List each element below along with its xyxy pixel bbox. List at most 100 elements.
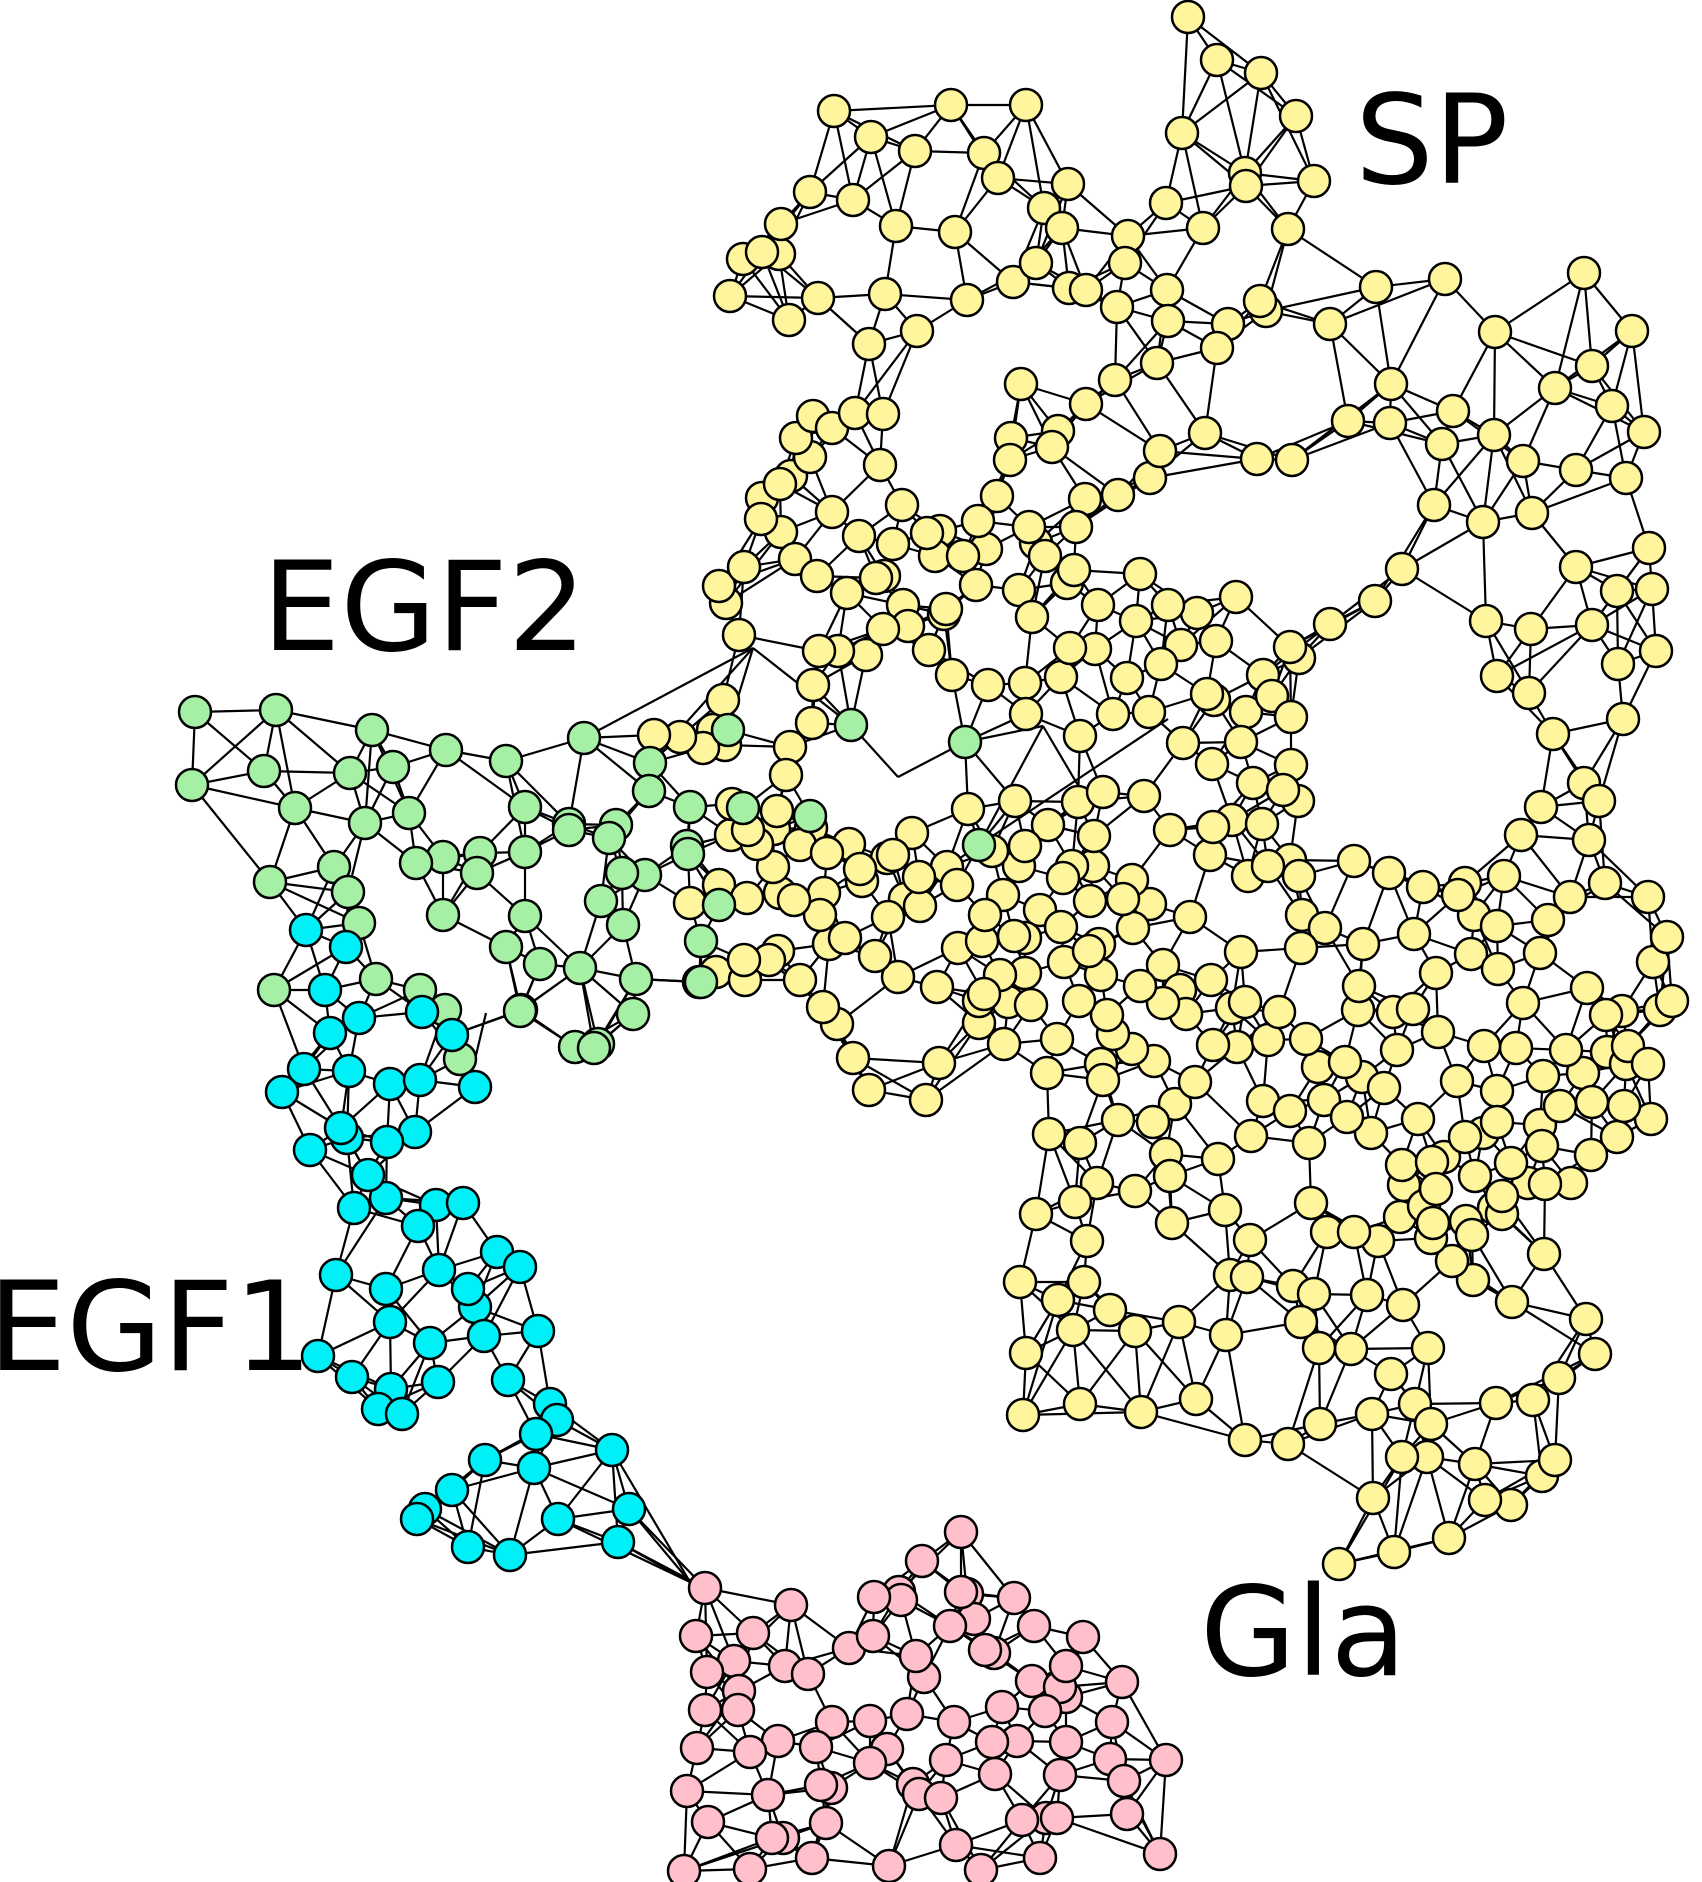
- residue-node-sp: [1523, 789, 1559, 825]
- residue-node-egf2: [507, 834, 543, 870]
- residue-node-gla: [943, 1574, 979, 1610]
- residue-node-egf2: [332, 755, 368, 791]
- residue-node-sp: [1208, 1317, 1244, 1353]
- residue-node-sp: [1345, 926, 1381, 962]
- residue-node-egf1: [412, 1325, 448, 1361]
- residue-node-sp: [1366, 1070, 1402, 1106]
- contact-edge: [1072, 1329, 1142, 1413]
- residue-node-gla: [977, 1756, 1013, 1792]
- residue-node-gla: [687, 1570, 723, 1606]
- residue-node-egf2: [488, 743, 524, 779]
- residue-node-egf1: [421, 1252, 457, 1288]
- residue-node-sp: [878, 208, 914, 244]
- residue-node-sp: [880, 959, 916, 995]
- residue-node-gla: [928, 1742, 964, 1778]
- contact-edge: [509, 1540, 619, 1557]
- residue-node-sp: [933, 87, 969, 123]
- residue-node-gla: [803, 1767, 839, 1803]
- residue-node-sp: [1457, 1446, 1493, 1482]
- residue-node-egf1: [516, 1450, 552, 1486]
- residue-node-sp: [1336, 1214, 1372, 1250]
- residue-node-sp: [1537, 1442, 1573, 1478]
- residue-node-sp: [1424, 426, 1460, 462]
- residue-node-sp: [1265, 772, 1301, 808]
- residue-node-sp: [1145, 947, 1181, 983]
- residue-node-gla: [1048, 1724, 1084, 1760]
- residue-node-sp: [1097, 362, 1133, 398]
- residue-node-sp: [1296, 163, 1332, 199]
- residue-node-sp: [1530, 902, 1566, 938]
- residue-node-gla: [943, 1514, 979, 1550]
- residue-node-gla: [856, 1579, 892, 1615]
- residue-node-sp: [1634, 571, 1670, 607]
- residue-node-sp: [1420, 1014, 1456, 1050]
- residue-node-sp: [1454, 1217, 1490, 1253]
- residue-node-sp: [1329, 1099, 1365, 1135]
- residue-node-sp: [1558, 549, 1594, 585]
- residue-node-sp: [1227, 984, 1263, 1020]
- residue-node-egf2: [502, 993, 538, 1029]
- residue-node-sp: [829, 575, 865, 611]
- residue-node-sp: [967, 897, 1003, 933]
- residue-node-sp: [1007, 828, 1043, 864]
- residue-node-sp: [950, 791, 986, 827]
- residue-node-sp: [1232, 1222, 1268, 1258]
- residue-node-gla: [996, 1580, 1032, 1616]
- residue-node-sp: [1577, 1336, 1613, 1372]
- residue-node-sp: [1177, 1064, 1213, 1100]
- residue-node-egf2: [670, 836, 706, 872]
- residue-node-sp: [1434, 1243, 1470, 1279]
- residue-node-sp: [1011, 509, 1047, 545]
- residue-node-egf2: [330, 874, 366, 910]
- residue-node-sp: [1117, 1173, 1153, 1209]
- residue-node-sp: [841, 518, 877, 554]
- residue-node-sp: [1187, 415, 1223, 451]
- residue-node-sp: [858, 560, 894, 596]
- residue-node-sp: [1045, 860, 1081, 896]
- residue-node-sp: [802, 897, 838, 933]
- residue-node-sp: [1354, 1396, 1390, 1432]
- residue-node-egf1: [318, 1257, 354, 1293]
- residue-node-sp: [1272, 1093, 1308, 1129]
- residue-node-sp: [1479, 1104, 1515, 1140]
- residue-node-sp: [1341, 968, 1377, 1004]
- residue-node-sp: [701, 568, 737, 604]
- residue-node-sp: [1349, 1277, 1385, 1313]
- residue-node-sp: [1154, 1205, 1190, 1241]
- residue-node-sp: [865, 611, 901, 647]
- residue-node-sp: [1244, 806, 1280, 842]
- residue-node-egf1: [328, 929, 364, 965]
- residue-node-sp: [1477, 314, 1513, 350]
- residue-node-gla: [1042, 1757, 1078, 1793]
- residue-node-sp: [1418, 955, 1454, 991]
- residue-node-sp: [1223, 934, 1259, 970]
- residue-node-sp: [958, 567, 994, 603]
- contact-edge: [1553, 272, 1586, 389]
- residue-node-gla: [669, 1773, 705, 1809]
- residue-node-egf1: [502, 1249, 538, 1285]
- residue-node-sp: [1200, 1141, 1236, 1177]
- residue-node-sp: [1055, 1312, 1091, 1348]
- residue-node-sp: [1588, 997, 1624, 1033]
- residue-node-sp: [1057, 1184, 1093, 1220]
- residue-node-sp: [1479, 658, 1515, 694]
- residue-node-sp: [782, 962, 818, 998]
- residue-node-sp: [1062, 718, 1098, 754]
- contact-edge: [1329, 277, 1446, 326]
- residue-node-egf1: [341, 1000, 377, 1036]
- residue-node-egf1: [520, 1313, 556, 1349]
- residue-node-sp: [949, 282, 985, 318]
- residue-node-sp: [1062, 1386, 1098, 1422]
- residue-node-gla: [938, 1827, 974, 1863]
- contact-edge: [1149, 457, 1258, 480]
- residue-node-egf2: [947, 724, 983, 760]
- residue-node-gla: [720, 1692, 756, 1728]
- residue-node-sp: [1164, 115, 1200, 151]
- residue-node-egf2: [961, 827, 997, 863]
- contact-edge: [1390, 278, 1446, 385]
- residue-node-sp: [1548, 1032, 1584, 1068]
- residue-node-sp: [795, 667, 831, 703]
- residue-node-sp: [919, 969, 955, 1005]
- residue-node-gla: [974, 1724, 1010, 1760]
